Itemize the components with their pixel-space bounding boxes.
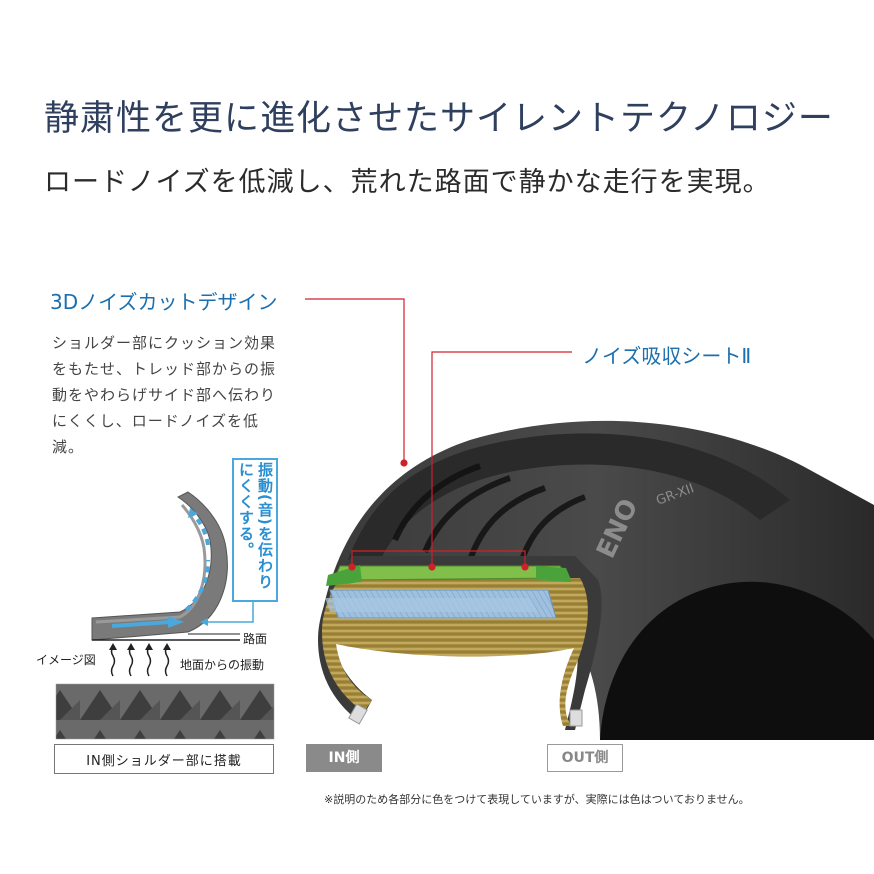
out-side-badge: OUT側 bbox=[547, 744, 623, 772]
ground-vibration-arrows bbox=[110, 647, 170, 677]
vibration-note-box bbox=[232, 458, 278, 602]
road-label: 路面 bbox=[243, 632, 268, 646]
footnote: ※説明のため各部分に色をつけて表現していますが、実際には色はついておりません。 bbox=[324, 793, 750, 806]
headline: 静粛性を更に進化させたサイレントテクノロジー bbox=[44, 99, 834, 139]
shoulder-profile bbox=[91, 491, 228, 641]
subheadline: ロードノイズを低減し、荒れた路面で静かな走行を実現。 bbox=[44, 167, 771, 198]
ground-vibration-label: 地面からの振動 bbox=[180, 658, 265, 672]
label-3d-noise-cut-design: 3Dノイズカットデザイン bbox=[50, 290, 278, 314]
leader-lines bbox=[305, 298, 572, 571]
arrow-head-icon bbox=[188, 508, 198, 518]
vibration-path-arrows bbox=[111, 513, 210, 628]
in-shoulder-tread-strip bbox=[55, 683, 275, 740]
in-side-badge: IN側 bbox=[306, 744, 382, 772]
image-label: イメージ図 bbox=[36, 653, 96, 667]
arrow-head-icon bbox=[200, 618, 208, 626]
arrow-head-icon bbox=[168, 616, 184, 628]
label-noise-absorbing-sheet: ノイズ吸収シートⅡ bbox=[582, 344, 752, 368]
tire-cutaway: GR-XII ENO bbox=[318, 420, 874, 740]
in-shoulder-caption-box bbox=[54, 744, 274, 774]
vibration-note-text: 振動(音)を伝わりにくくする。 bbox=[237, 462, 274, 590]
in-shoulder-caption: IN側ショルダー部に搭載 bbox=[86, 754, 242, 769]
description-3d-design: ショルダー部にクッション効果をもたせ、トレッド部からの振動をやわらげサイド部へ伝… bbox=[52, 334, 277, 456]
ground-vibration-arrow-heads bbox=[109, 643, 171, 650]
vibration-callout-connector bbox=[206, 598, 254, 623]
